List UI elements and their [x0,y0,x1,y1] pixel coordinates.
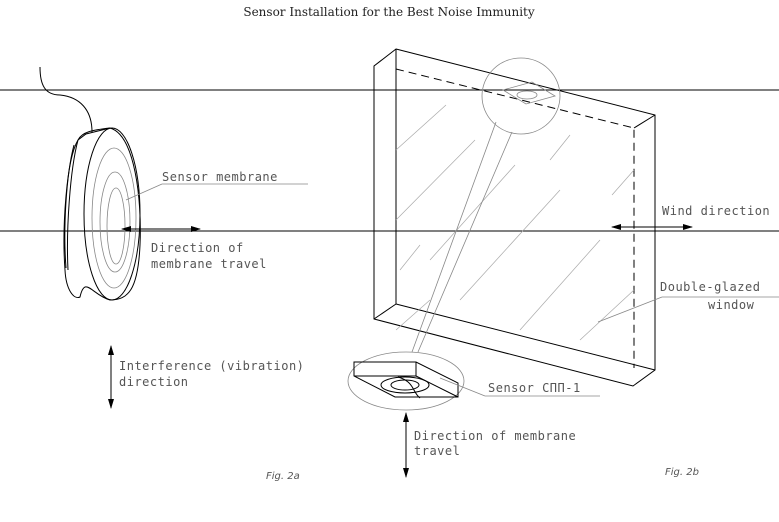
sensor-spp1-label: Sensor СПП-1 [488,381,581,395]
sensor-location-circle [481,57,561,135]
window-membrane-travel-line2: travel [414,444,460,458]
fig-2a-caption: Fig. 2a [266,471,300,482]
window-membrane-travel-line1: Direction of membrane [414,429,576,443]
sensor-spp1-drawing [353,361,459,399]
sensor-disc-drawing: Sensor membrane Direction of membrane tr… [39,66,308,482]
fig-2b-caption: Fig. 2b [665,467,699,478]
window-drawing: Sensor СПП-1 Double-glazed window Wind d… [347,48,779,478]
diagram-title: Sensor Installation for the Best Noise I… [243,5,534,19]
membrane-travel-label-line2: membrane travel [151,257,267,271]
sensor-cable [39,66,93,133]
membrane-travel-label-line1: Direction of [151,241,244,255]
wind-direction-label: Wind direction [662,204,770,218]
window-label-line2: window [708,298,755,312]
sensor-membrane-label: Sensor membrane [162,170,278,184]
window-label-line1: Double-glazed [660,280,760,294]
interference-label-line1: Interference (vibration) [119,359,304,373]
interference-label-line2: direction [119,375,189,389]
sensor-detail-ellipse [347,351,465,411]
